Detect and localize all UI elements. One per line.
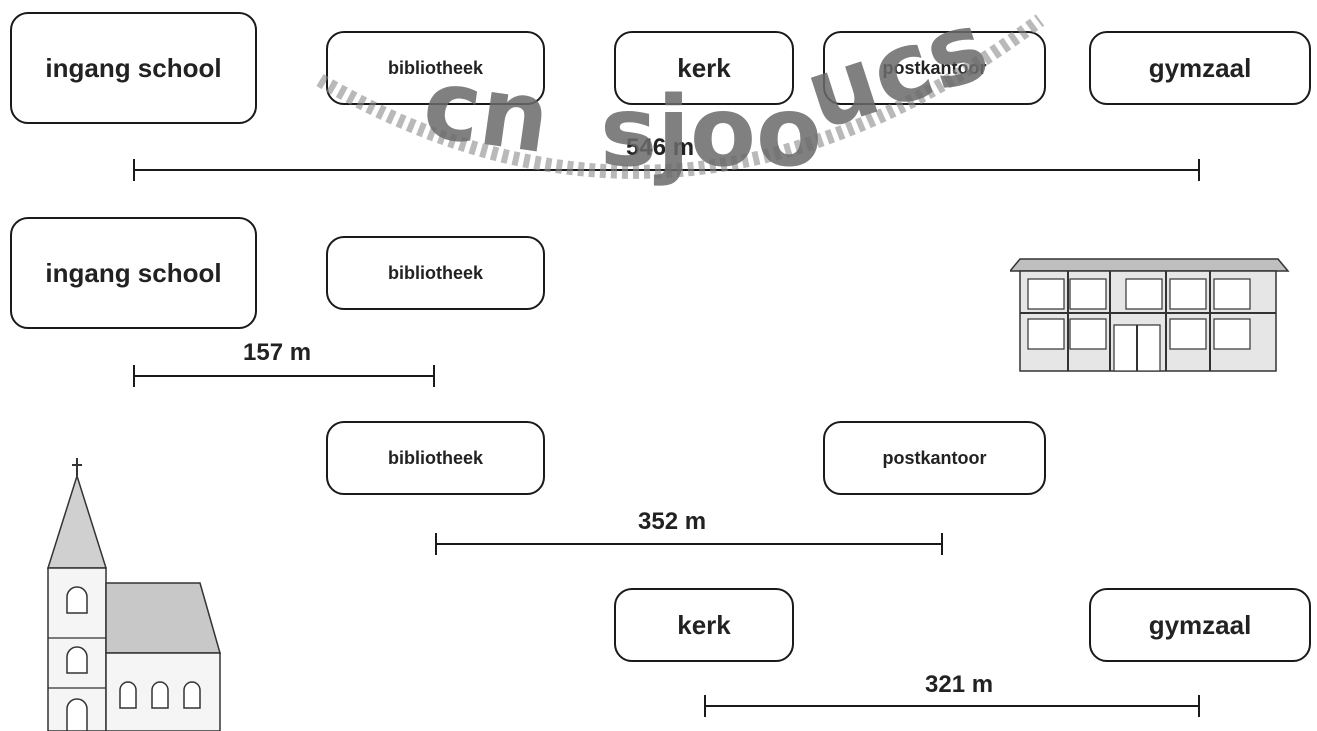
distance-tick-start [133, 365, 135, 387]
box-bibliotheek: bibliotheek [326, 31, 545, 105]
box-kerk: kerk [614, 31, 794, 105]
box-label: bibliotheek [387, 447, 483, 468]
box-postkantoor: postkantoor [823, 421, 1046, 495]
box-label: bibliotheek [387, 57, 483, 78]
distance-tick-start [435, 533, 437, 555]
distance-line-321 [705, 705, 1200, 707]
distance-line-352 [436, 543, 942, 545]
distance-tick-end [941, 533, 943, 555]
distance-tick-end [1198, 695, 1200, 717]
box-label: ingang school [45, 257, 222, 288]
box-bibliotheek: bibliotheek [326, 421, 545, 495]
box-label: kerk [677, 609, 731, 640]
box-gymzaal: gymzaal [1089, 588, 1311, 662]
distance-tick-end [433, 365, 435, 387]
distance-line-546 [134, 169, 1200, 171]
distance-label-321: 321 m [925, 671, 994, 698]
box-bibliotheek: bibliotheek [326, 236, 545, 310]
box-label: kerk [677, 52, 731, 83]
distance-label-157: 157 m [243, 339, 312, 366]
distance-label-352: 352 m [638, 508, 707, 535]
box-label: gymzaal [1148, 609, 1252, 640]
box-gymzaal: gymzaal [1089, 31, 1311, 105]
box-label: gymzaal [1148, 52, 1252, 83]
box-label: ingang school [45, 52, 222, 83]
distance-tick-end [1198, 159, 1200, 181]
church-icon [46, 458, 221, 731]
box-ingang-school: ingang school [10, 12, 257, 124]
box-postkantoor: postkantoor [823, 31, 1046, 105]
box-label: postkantoor [882, 447, 987, 468]
distance-label-546: 546 m [626, 134, 695, 161]
box-kerk: kerk [614, 588, 794, 662]
school-building-icon [1010, 258, 1290, 372]
distance-line-157 [134, 375, 434, 377]
distance-tick-start [704, 695, 706, 717]
box-label: postkantoor [882, 57, 987, 78]
distance-tick-start [133, 159, 135, 181]
box-ingang-school: ingang school [10, 217, 257, 329]
box-label: bibliotheek [387, 262, 483, 283]
